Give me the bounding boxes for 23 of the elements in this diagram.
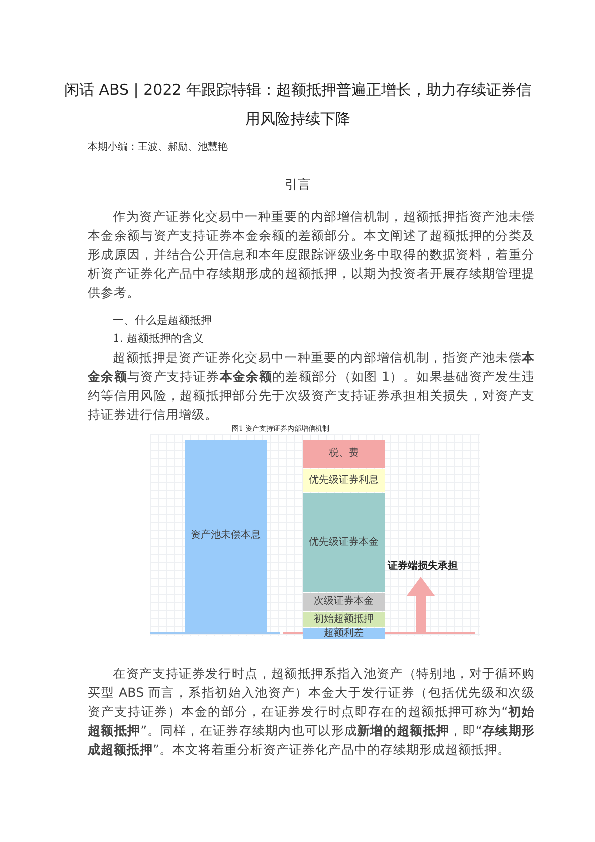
segment-label: 初始超额抵押 xyxy=(314,614,374,624)
segment-label: 税、费 xyxy=(329,449,359,459)
document-title: 闲话 ABS | 2022 年跟踪特辑：超额抵押普遍正增长，助力存续证券信用风险持续下降 xyxy=(63,80,533,130)
stack-segment xyxy=(303,440,385,468)
stack-segment xyxy=(303,493,385,592)
stack-segment xyxy=(303,593,385,611)
paragraph: 超额抵押是资产证券化交易中一种重要的内部增信机制，指资产池未偿本金余额与资产支持证券本金余额的差额部分（如图 1）。如果基础资产发生违约等信用风险，超额抵押部分先于次级资产支持证券承担相关损失，对资产支持证券进行信用增级。 xyxy=(88,349,535,424)
section-heading: 一、什么是超额抵押 xyxy=(113,313,213,328)
segment-label: 超额利差 xyxy=(324,628,364,638)
subsection-heading: 1. 超额抵押的含义 xyxy=(113,331,205,346)
segment-label: 优先级证券本金 xyxy=(309,538,379,548)
section-heading: 引言 xyxy=(284,177,312,194)
paragraph: 作为资产证券化交易中一种重要的内部增信机制，超额抵押指资产池未偿本金余额与资产支持证券本金余额的差额部分。本文阐述了超额抵押的分类及形成原因，并结合公开信息和本年度跟踪评级业务中取得的数据资料，着重分析资产证券化产品中存续期形成的超额抵押，以期为投资者开展存续期管理提供参考。 xyxy=(88,208,535,302)
paragraph: 在资产支持证券发行时点，超额抵押系指入池资产（特别地，对于循环购买型 ABS 而言，系指初始入池资产）本金大于发行证券（包括优先级和次级资产支持证券）本金的部分，在证券发行时点即存在的超额抵押可称为“初始超额抵押”。同样，在证券存续期内也可以形成新增的超额抵押，即“存续期形成超额抵押”。本文将着重分析资产证券化产品中的存续期形成超额抵押。 xyxy=(88,665,535,759)
stack-segment xyxy=(303,612,385,627)
bar-segment xyxy=(185,440,267,632)
stack-segment xyxy=(303,469,385,492)
stack-segment xyxy=(303,628,385,639)
author-line: 本期小编：王波、郝励、池慧艳 xyxy=(88,140,229,154)
segment-label: 次级证券本金 xyxy=(314,597,374,607)
arrow-label: 证券端损失承担 xyxy=(388,560,459,573)
segment-label: 优先级证券利息 xyxy=(309,476,379,486)
segment-label: 资产池未偿本息 xyxy=(191,531,261,541)
